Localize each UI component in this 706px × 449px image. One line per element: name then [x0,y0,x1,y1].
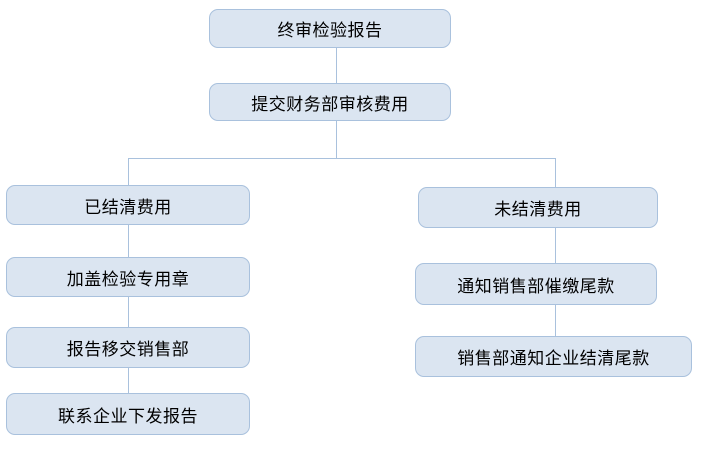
flow-node-label: 销售部通知企业结清尾款 [457,349,650,368]
connector-branch-horizontal [128,158,556,159]
flow-node-final-inspection-report: 终审检验报告 [209,9,451,48]
flow-node-submit-finance-review-fees: 提交财务部审核费用 [209,83,451,121]
flow-node-stamp-inspection-seal: 加盖检验专用章 [6,257,250,297]
flow-node-report-transfer-sales-dept: 报告移交销售部 [6,327,250,368]
flow-node-label: 提交财务部审核费用 [251,94,409,114]
flow-node-notify-sales-collect-balance: 通知销售部催缴尾款 [415,263,657,305]
flow-node-label: 加盖检验专用章 [66,269,190,289]
flow-node-fees-settled: 已结清费用 [6,185,250,225]
flow-node-label: 通知销售部催缴尾款 [457,276,615,296]
flow-node-label: 报告移交销售部 [66,340,190,359]
flow-node-sales-notify-enterprise-settle: 销售部通知企业结清尾款 [415,336,692,377]
flow-node-contact-enterprise-issue-report: 联系企业下发报告 [6,393,250,435]
connector-notify-to-sales-notify [555,305,556,336]
connector-transfer-to-contact [128,368,129,393]
connector-branch-to-unsettled [555,158,556,187]
flow-node-label: 终审检验报告 [277,21,383,40]
connector-stamp-to-transfer [128,297,129,327]
connector-settled-to-stamp [128,225,129,257]
connector-report-to-finance [336,48,337,83]
flow-node-label: 已结清费用 [84,197,172,217]
connector-unsettled-to-notify [555,228,556,263]
flow-node-fees-unsettled: 未结清费用 [418,187,658,228]
flow-node-label: 未结清费用 [494,200,582,219]
connector-finance-to-branch [336,121,337,158]
connector-branch-to-settled [128,158,129,185]
flow-node-label: 联系企业下发报告 [58,406,198,426]
